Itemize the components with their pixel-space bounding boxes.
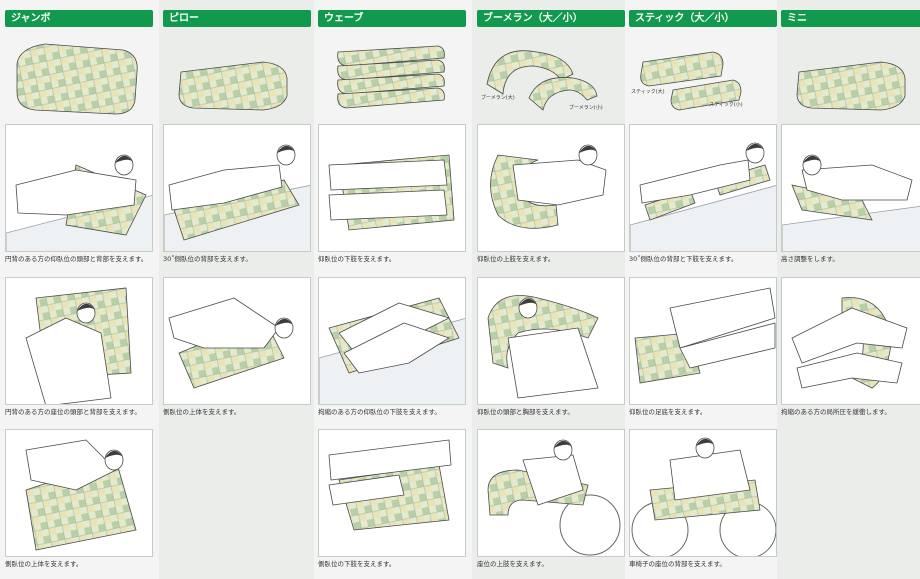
usage-caption: 側臥位の上体を支えます。 (163, 408, 241, 416)
usage-illustration (163, 124, 311, 252)
usage-caption: 30˚側臥位の背部と下肢を支えます。 (629, 255, 738, 263)
usage-illustration (5, 429, 153, 557)
person-figure (801, 154, 913, 201)
usage-illustration (477, 277, 625, 405)
cushion-product-image (670, 79, 742, 111)
usage-illustration (5, 124, 153, 252)
person-figure (168, 297, 294, 349)
product-image (163, 34, 311, 118)
cushion-product-image (486, 50, 574, 95)
cushion-product-image (337, 59, 445, 81)
product-title: ジャンボ (5, 10, 153, 27)
usage-caption: 拘縮のある方の仰臥位の下肢を支えます。 (318, 408, 441, 416)
usage-caption: 仰臥位の足底を支えます。 (629, 408, 707, 416)
usage-illustration (629, 124, 777, 252)
usage-caption: 拘縮のある方の局所圧を緩衝します。 (781, 408, 891, 416)
product-image: スティック(大) スティック(小) (629, 34, 777, 118)
usage-illustration (318, 277, 466, 405)
person-figure (328, 439, 452, 506)
usage-illustration (318, 124, 466, 252)
product-title: ブーメラン（大／小） (477, 10, 625, 27)
usage-illustration (477, 124, 625, 252)
person-figure (507, 297, 599, 399)
usage-illustration (629, 429, 777, 557)
usage-caption: 30˚側臥位の背部を支えます。 (163, 255, 252, 263)
cushion-product-image (16, 43, 138, 115)
usage-illustration (163, 277, 311, 405)
bed-surface (630, 185, 776, 251)
usage-illustration (318, 429, 466, 557)
usage-caption: 側臥位の上体を支えます。 (5, 560, 83, 568)
person-figure (168, 144, 296, 211)
usage-illustration (477, 429, 625, 557)
person-figure (15, 154, 137, 216)
usage-caption: 座位の上肢を支えます。 (477, 560, 548, 568)
cushion-product-image (796, 61, 906, 111)
product-title: スティック（大／小） (629, 10, 777, 27)
cushion-illustration (487, 295, 599, 369)
product-title: ウェーブ (318, 10, 466, 27)
cushion-product-image (178, 61, 288, 111)
usage-caption: 仰臥位の頭部と胸部を支えます。 (477, 408, 574, 416)
person-figure (328, 159, 448, 221)
person-figure (338, 302, 450, 374)
usage-illustration (781, 277, 920, 405)
usage-illustration (5, 277, 153, 405)
usage-caption: 仰臥位の下肢を支えます。 (318, 255, 396, 263)
usage-caption: 車椅子の座位の背部を支えます。 (629, 560, 726, 568)
product-variant-label: ブーメラン(小) (569, 105, 603, 111)
person-figure (512, 144, 607, 206)
person-figure (639, 142, 765, 204)
product-variant-label: スティック(大) (631, 89, 665, 95)
usage-illustration (629, 277, 777, 405)
product-title: ピロー (163, 10, 311, 27)
cushion-product-image (640, 51, 724, 87)
cushion-product-image (337, 45, 445, 67)
bed-surface (782, 205, 920, 251)
usage-caption: 円背のある方の仰臥位の頭部と背部を支えます。 (5, 255, 148, 263)
product-image: ブーメラン(大) ブーメラン(小) (477, 34, 625, 118)
person-figure (25, 302, 112, 404)
usage-caption: 仰臥位の上肢を支えます。 (477, 255, 555, 263)
product-variant-label: ブーメラン(大) (481, 95, 515, 101)
person-figure (25, 439, 124, 491)
person-figure (791, 307, 908, 389)
product-title: ミニ (781, 10, 920, 27)
usage-caption: 円背のある方の座位の頭部と背部を支えます。 (5, 408, 141, 416)
usage-caption: 側臥位の下肢を支えます。 (318, 560, 396, 568)
usage-caption: 高さ調整をします。 (781, 255, 839, 263)
product-image (5, 34, 153, 118)
cushion-product-image (337, 73, 445, 95)
person-figure (669, 437, 751, 501)
product-image (781, 34, 920, 118)
cushion-product-image (528, 77, 598, 111)
person-figure (669, 287, 776, 369)
usage-illustration (781, 124, 920, 252)
person-figure (522, 439, 584, 506)
cushion-product-image (337, 87, 445, 109)
product-variant-label: スティック(小) (709, 102, 743, 108)
product-image (318, 34, 466, 118)
